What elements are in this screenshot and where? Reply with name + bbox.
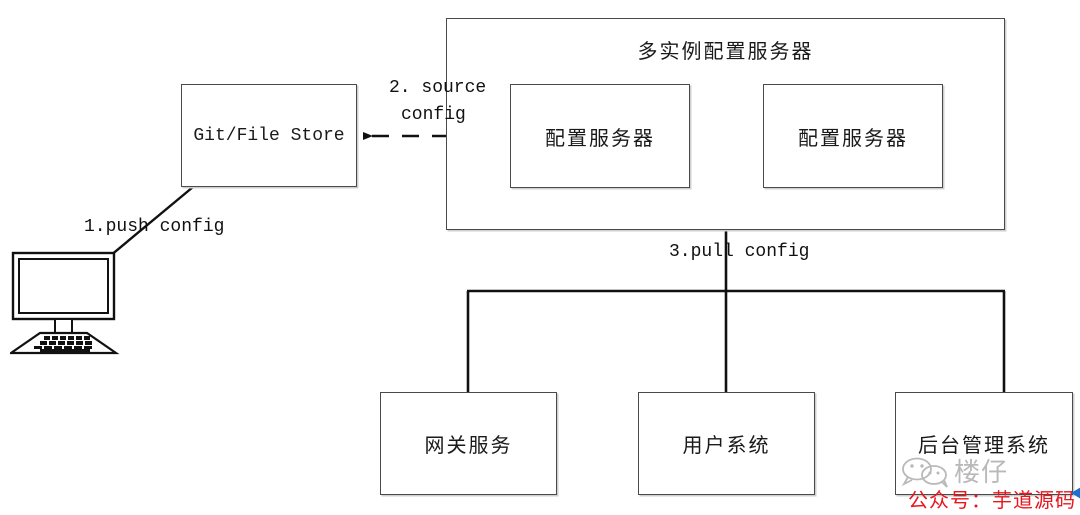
node-config-server-1-label: 配置服务器 [545,125,655,150]
edge-label-source-config-line1: 2. source [389,78,487,98]
left-pointer-icon [1070,486,1080,500]
desktop-computer-icon [7,250,120,355]
node-gateway-service[interactable]: 网关服务 [380,392,557,495]
watermark: 楼仔 公众号：芋道源码 [900,452,1080,514]
node-gateway-service-label: 网关服务 [424,433,513,457]
node-config-server-2-label: 配置服务器 [798,125,908,150]
edge-label-pull-config: 3.pull config [669,242,810,262]
node-user-system-label: 用户系统 [682,433,771,457]
edge-label-source-config-line2: config [401,105,466,125]
node-config-server-2[interactable]: 配置服务器 [763,84,943,188]
node-admin-system-label: 后台管理系统 [918,433,1050,457]
node-config-server-1[interactable]: 配置服务器 [510,84,690,188]
wechat-bubbles-icon [900,455,956,489]
container-title: 多实例配置服务器 [637,39,814,63]
node-git-file-store-label: Git/File Store [193,125,345,146]
watermark-account-text: 公众号：芋道源码 [908,488,1076,512]
edge-label-push-config: 1.push config [84,217,225,237]
node-user-system[interactable]: 用户系统 [638,392,815,495]
node-git-file-store[interactable]: Git/File Store [181,84,357,187]
watermark-brand-text: 楼仔 [954,458,1009,488]
